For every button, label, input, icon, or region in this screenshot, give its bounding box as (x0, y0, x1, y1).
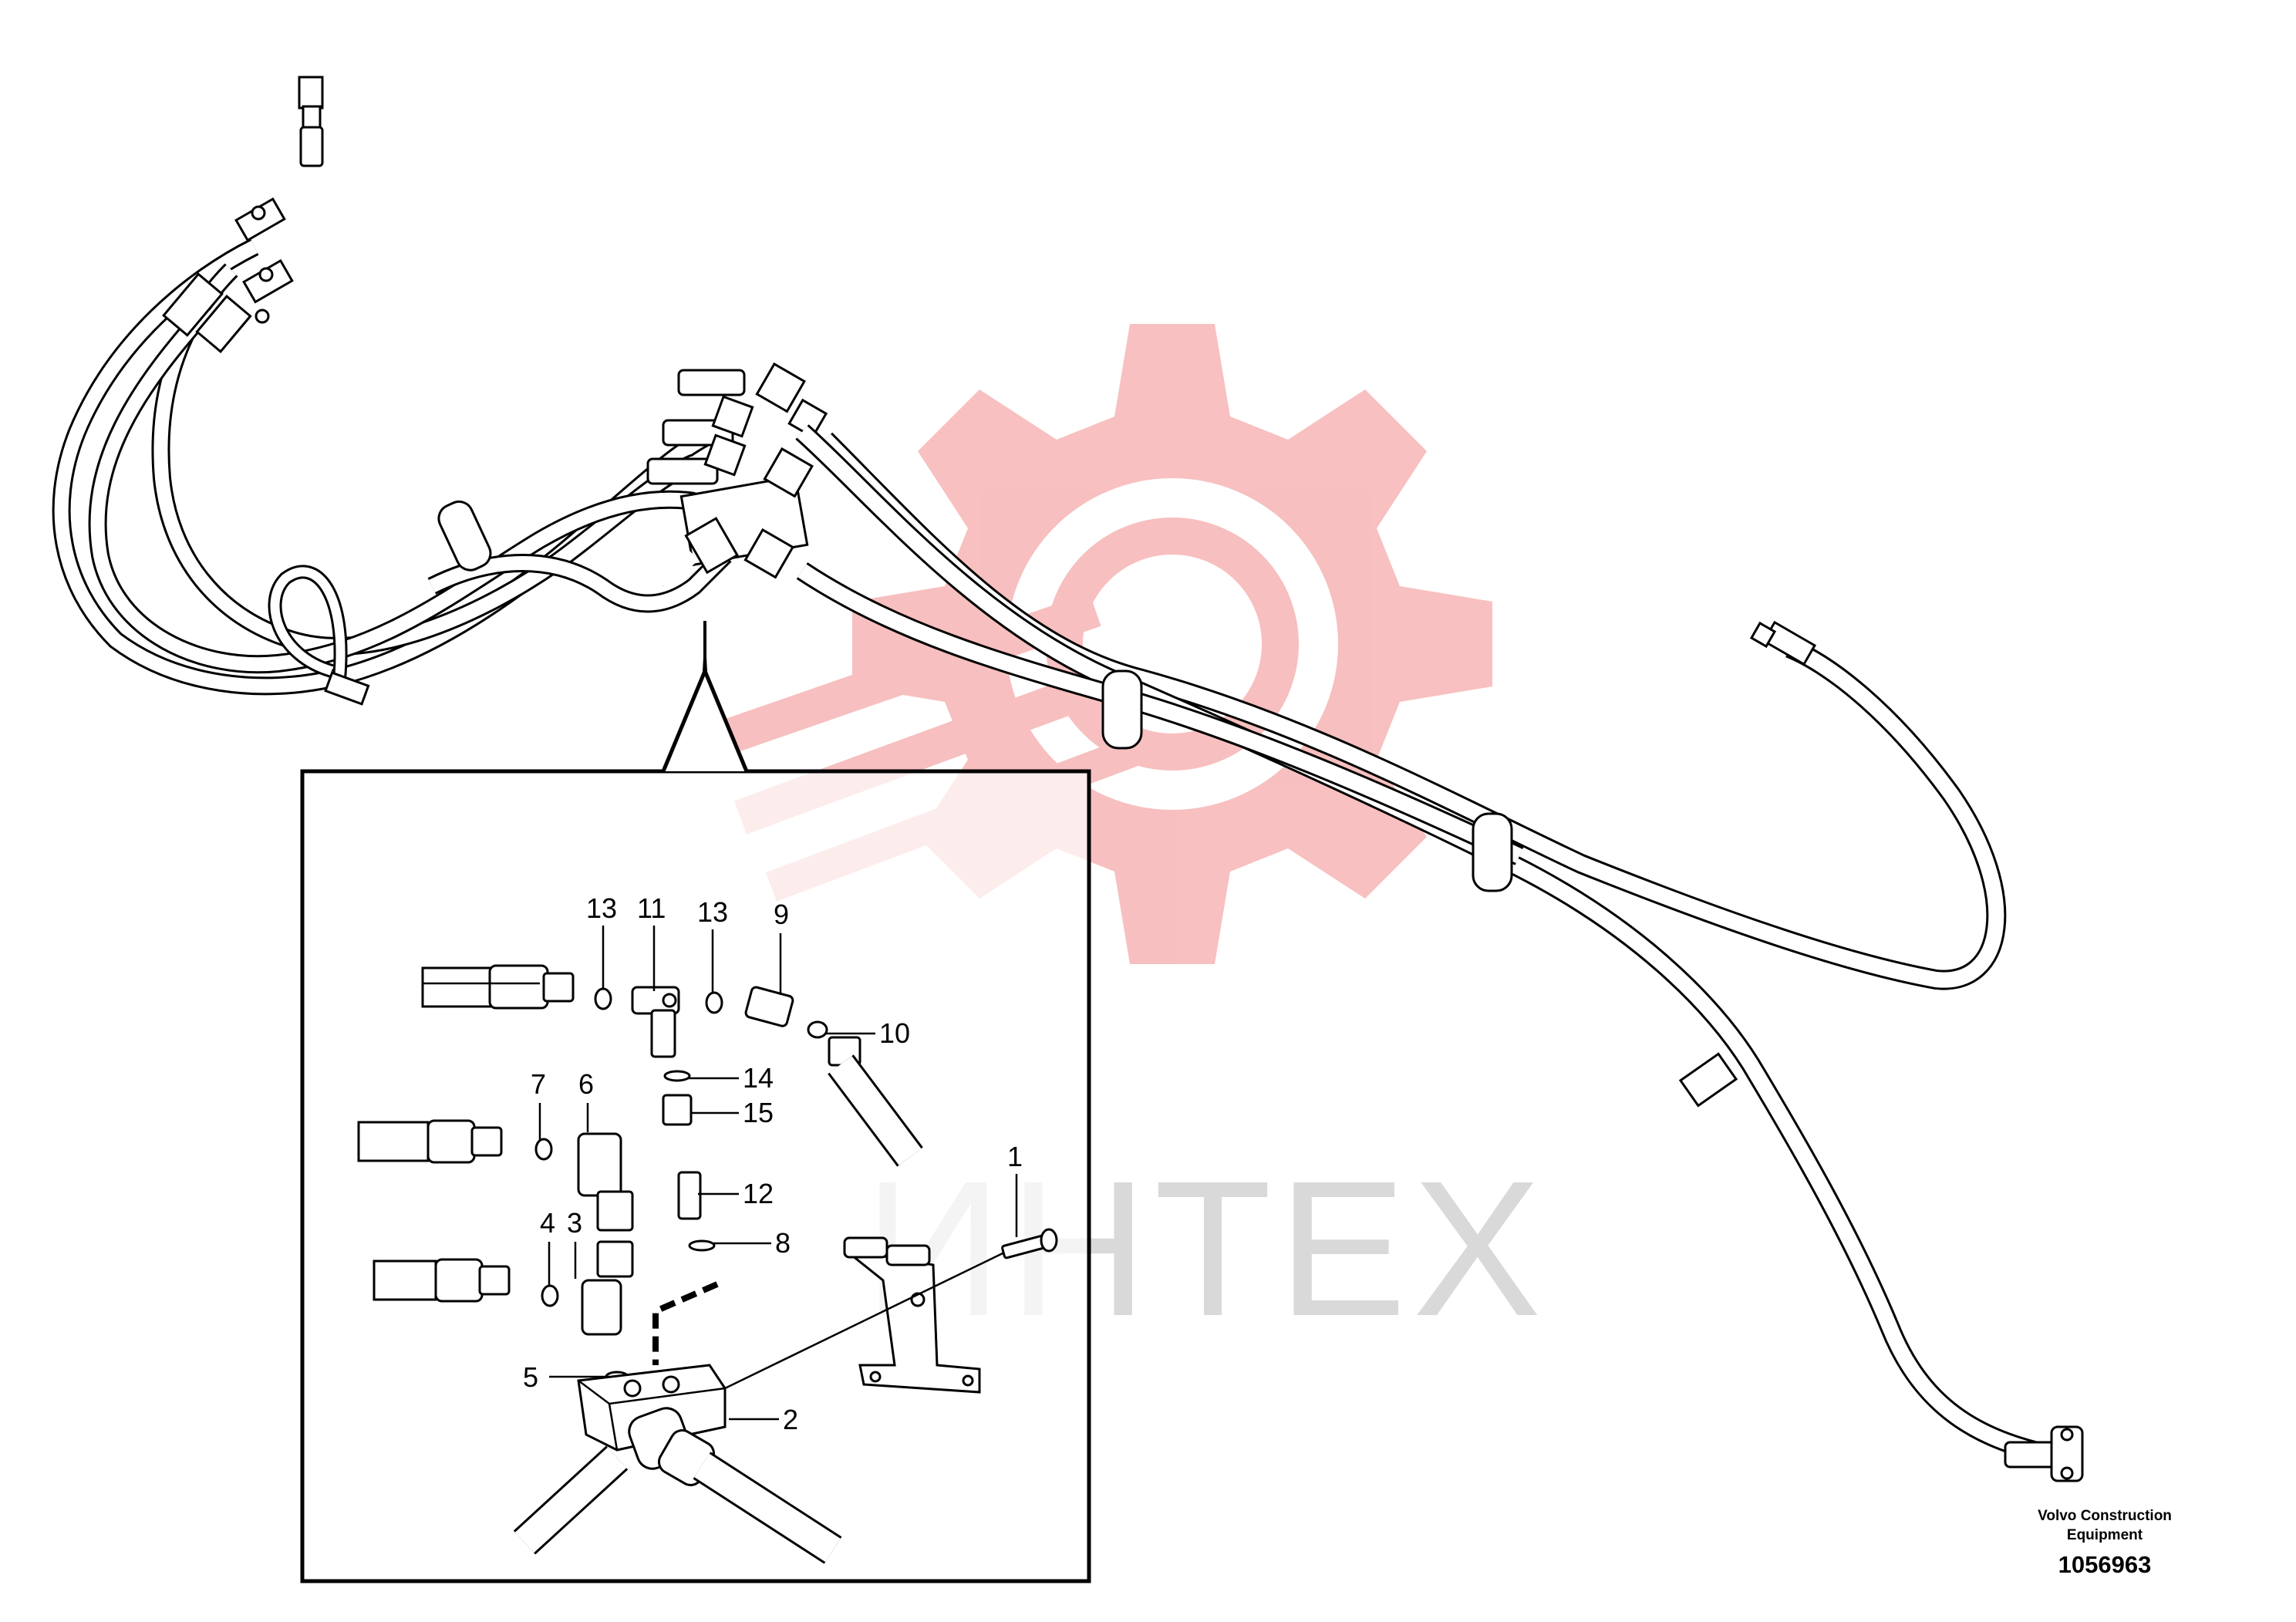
callout-8: 8 (775, 1227, 791, 1259)
elbow-fitting-3 (581, 1279, 622, 1336)
hose-harness (52, 76, 2084, 1482)
valve-block-2 (513, 1364, 842, 1564)
callout-10: 10 (879, 1017, 910, 1049)
elbow-fitting-6 (577, 1132, 622, 1197)
callout-4: 4 (540, 1207, 555, 1239)
callout-9: 9 (774, 899, 789, 930)
elbow-fitting-9 (744, 986, 794, 1027)
o-ring-14 (663, 1070, 691, 1082)
callout-14: 14 (743, 1062, 774, 1094)
callout-2: 2 (783, 1404, 798, 1435)
company-name-line2: Equipment (2066, 1527, 2143, 1543)
o-ring-4 (541, 1284, 559, 1307)
bolt-1 (1001, 1228, 1058, 1259)
callout-5: 5 (523, 1361, 538, 1393)
hose-clamp-icon (1472, 812, 1513, 892)
adapter-11 (677, 1171, 702, 1220)
callout-3: 3 (567, 1207, 582, 1239)
hose-clamp-icon (1678, 1052, 1738, 1108)
callout-12: 11 (637, 892, 666, 924)
callout-11: 12 (743, 1178, 774, 1209)
detail-contents: 13 11 13 9 10 14 15 12 8 7 6 4 3 5 2 1 (357, 892, 1058, 1564)
illustration-number: 1056963 (2058, 1551, 2152, 1578)
left-flange-fittings (162, 197, 294, 353)
callout-7: 7 (531, 1068, 546, 1100)
hose-clamp-icon (1101, 669, 1143, 750)
o-ring-13b (705, 991, 723, 1014)
callout-6: 6 (578, 1068, 594, 1100)
hose-clamp-icon (437, 500, 492, 572)
o-ring-10 (807, 1020, 828, 1039)
adapter-15 (662, 1094, 693, 1126)
o-ring-7 (534, 1138, 553, 1161)
hose-clamp-icon (324, 671, 370, 706)
o-ring-8 (688, 1239, 716, 1252)
center-valve-assembly (646, 362, 828, 591)
o-ring-13a (594, 987, 612, 1010)
top-hose (140, 76, 324, 660)
callout-15: 15 (743, 1097, 774, 1128)
mounting-bracket (843, 1236, 981, 1394)
top-fitting-nut-icon (298, 76, 324, 110)
callout-1: 1 (1007, 1141, 1023, 1172)
right-hose-run (795, 424, 2084, 1482)
left-loop-bundle (52, 238, 732, 696)
flange-fitting-icon (2050, 1425, 2084, 1482)
callout-13a: 13 (586, 892, 617, 924)
company-name-line1: Volvo Construction (2038, 1508, 2172, 1524)
footer-brand: Volvo Construction Equipment 1056963 (1981, 1506, 2228, 1579)
callout-13b: 13 (697, 896, 728, 928)
